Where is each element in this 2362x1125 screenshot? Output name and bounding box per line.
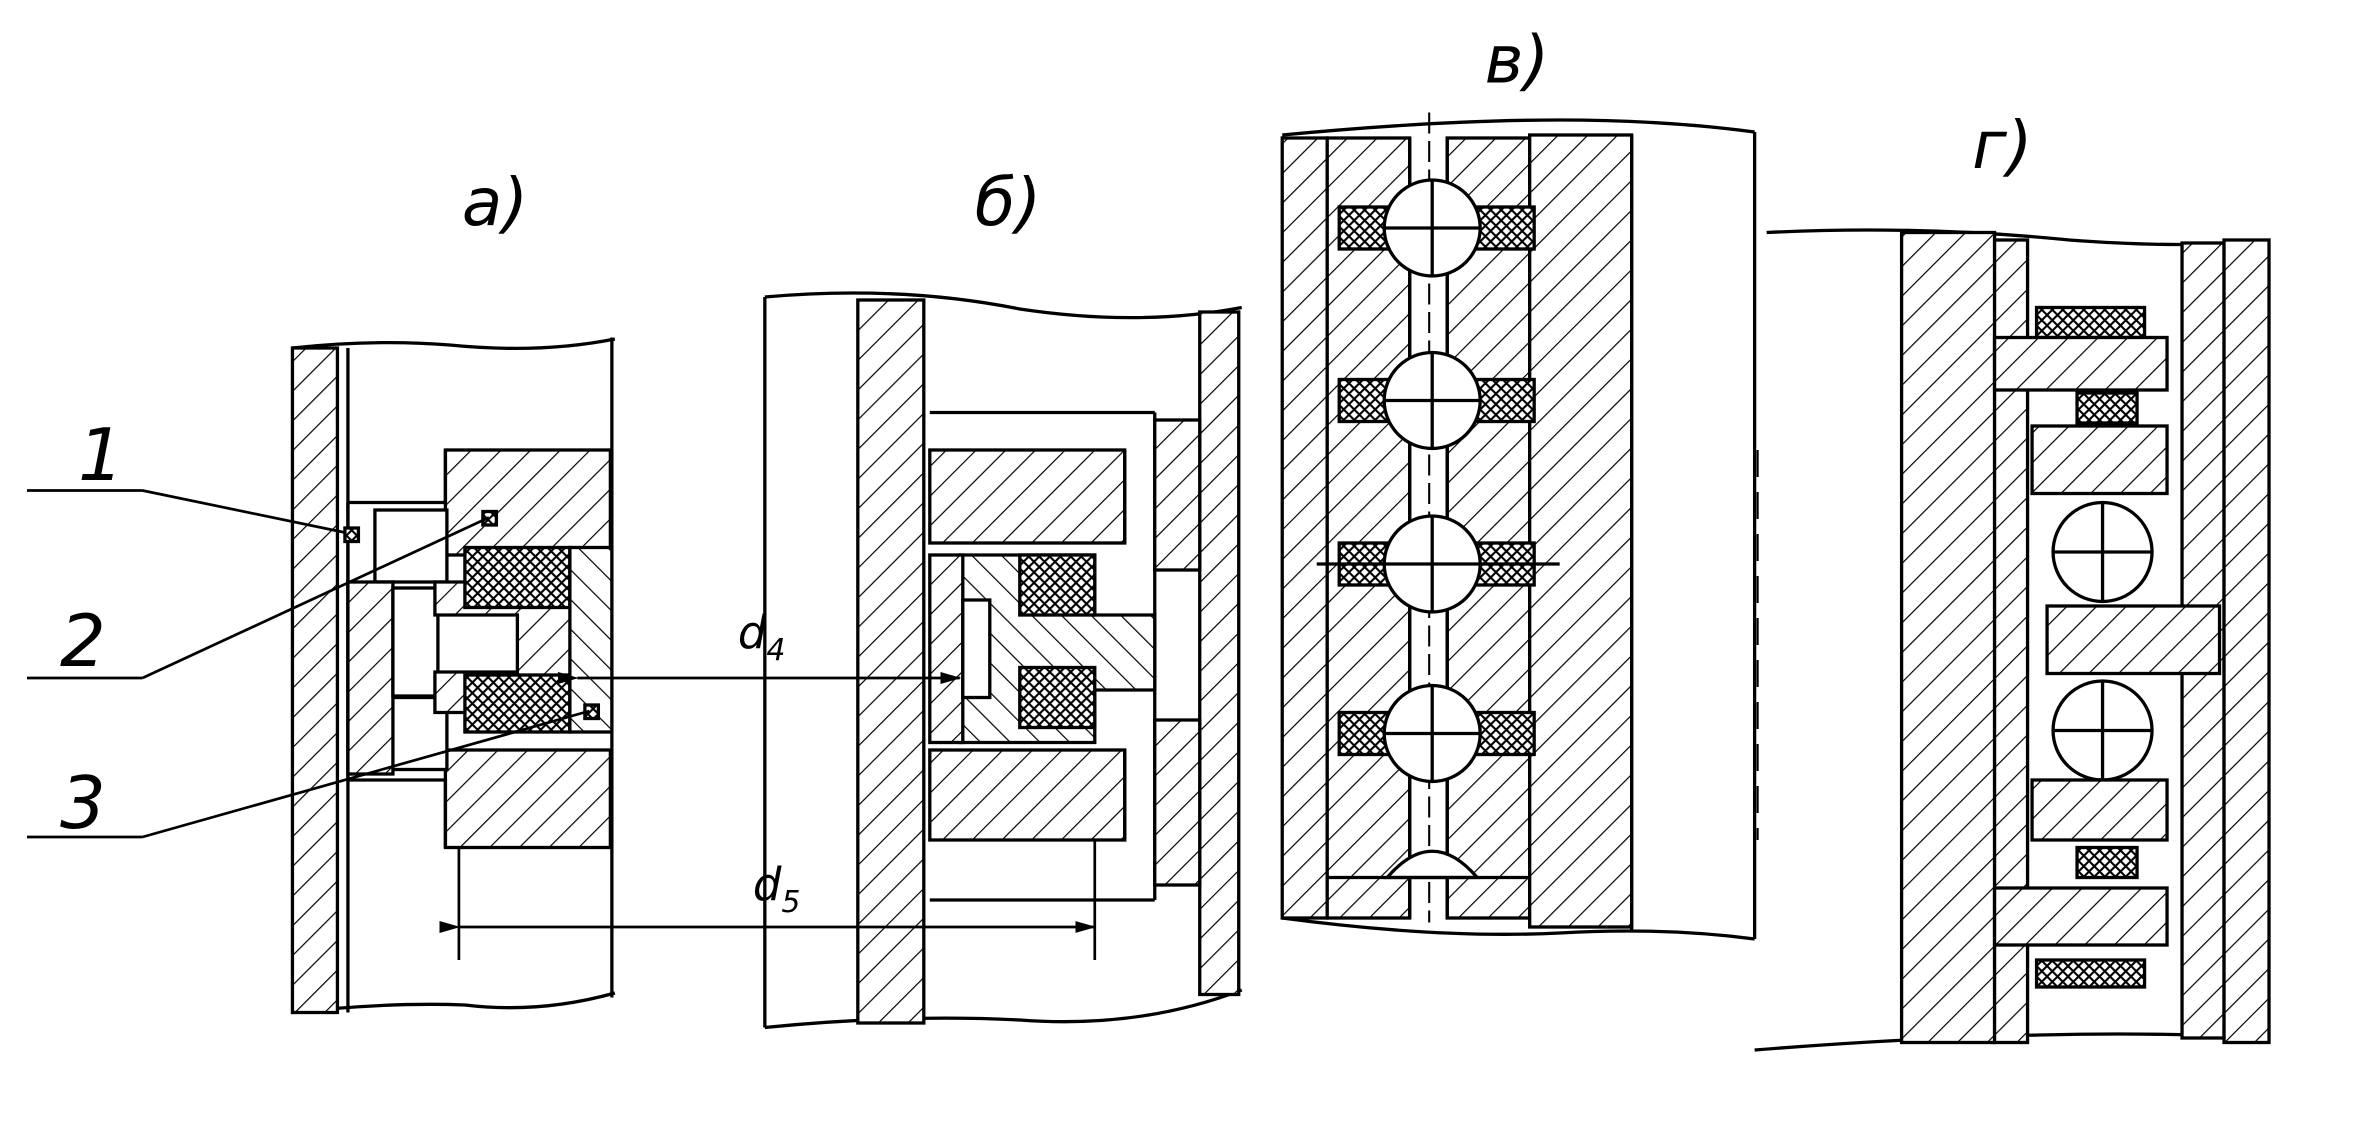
spacer <box>346 580 395 776</box>
callout-3: 3 <box>60 761 106 845</box>
upper-ring <box>443 448 613 557</box>
upper-ring <box>1992 335 2169 392</box>
break-line-top <box>1282 118 1755 137</box>
elastic-lower <box>1018 665 1097 730</box>
dim-d4-label: d4 <box>738 606 786 668</box>
housing-wall <box>1198 310 1241 997</box>
elastic-upper <box>463 545 572 610</box>
panel-a: а) <box>290 164 616 1015</box>
ball-4 <box>1337 683 1536 784</box>
elastic-lower <box>463 673 572 734</box>
panel-b: б) <box>763 164 1243 1030</box>
panel-g: г) <box>1754 107 2271 1052</box>
inner-race-left <box>1325 136 1412 920</box>
break-line-top <box>292 337 616 351</box>
break-line-bottom <box>1282 916 1755 941</box>
break-line-bottom <box>764 988 1243 1030</box>
shaft-wall <box>1899 230 1997 1045</box>
housing-wall-outer <box>2222 238 2271 1045</box>
ball-lower <box>2051 679 2154 782</box>
lower-ring <box>443 748 613 850</box>
ball-upper <box>2051 500 2154 604</box>
panel-a-label: а) <box>462 164 528 241</box>
upper-ring <box>928 448 1127 545</box>
ball-cap-bottom <box>1383 849 1481 880</box>
ball-1 <box>1337 178 1536 278</box>
elastic-upper <box>1018 553 1097 617</box>
outer-wall-left <box>1280 136 1329 920</box>
panel-b-label: б) <box>975 164 1041 241</box>
panel-v-label: в) <box>1485 21 1550 98</box>
shaft-wall <box>856 298 926 1025</box>
elastic-side <box>568 545 614 734</box>
lower-ring <box>1992 886 2169 947</box>
housing-wall <box>290 346 340 1015</box>
ball-3 <box>1316 514 1560 614</box>
callout-2: 2 <box>60 599 106 683</box>
break-line-bottom <box>292 991 616 1015</box>
lower-ring <box>928 748 1127 842</box>
callout-1: 1 <box>78 413 124 497</box>
middle-ring <box>2045 604 2222 676</box>
callouts: 1 2 3 <box>26 413 590 845</box>
dim-d5-label: d5 <box>753 858 801 920</box>
outer-wall-right <box>1528 133 1634 929</box>
panel-g-label: г) <box>1972 107 2032 184</box>
sleeve <box>928 553 965 745</box>
break-line-top <box>764 291 1243 320</box>
ball-2 <box>1337 350 1536 451</box>
panel-v: в) <box>1280 21 1757 941</box>
